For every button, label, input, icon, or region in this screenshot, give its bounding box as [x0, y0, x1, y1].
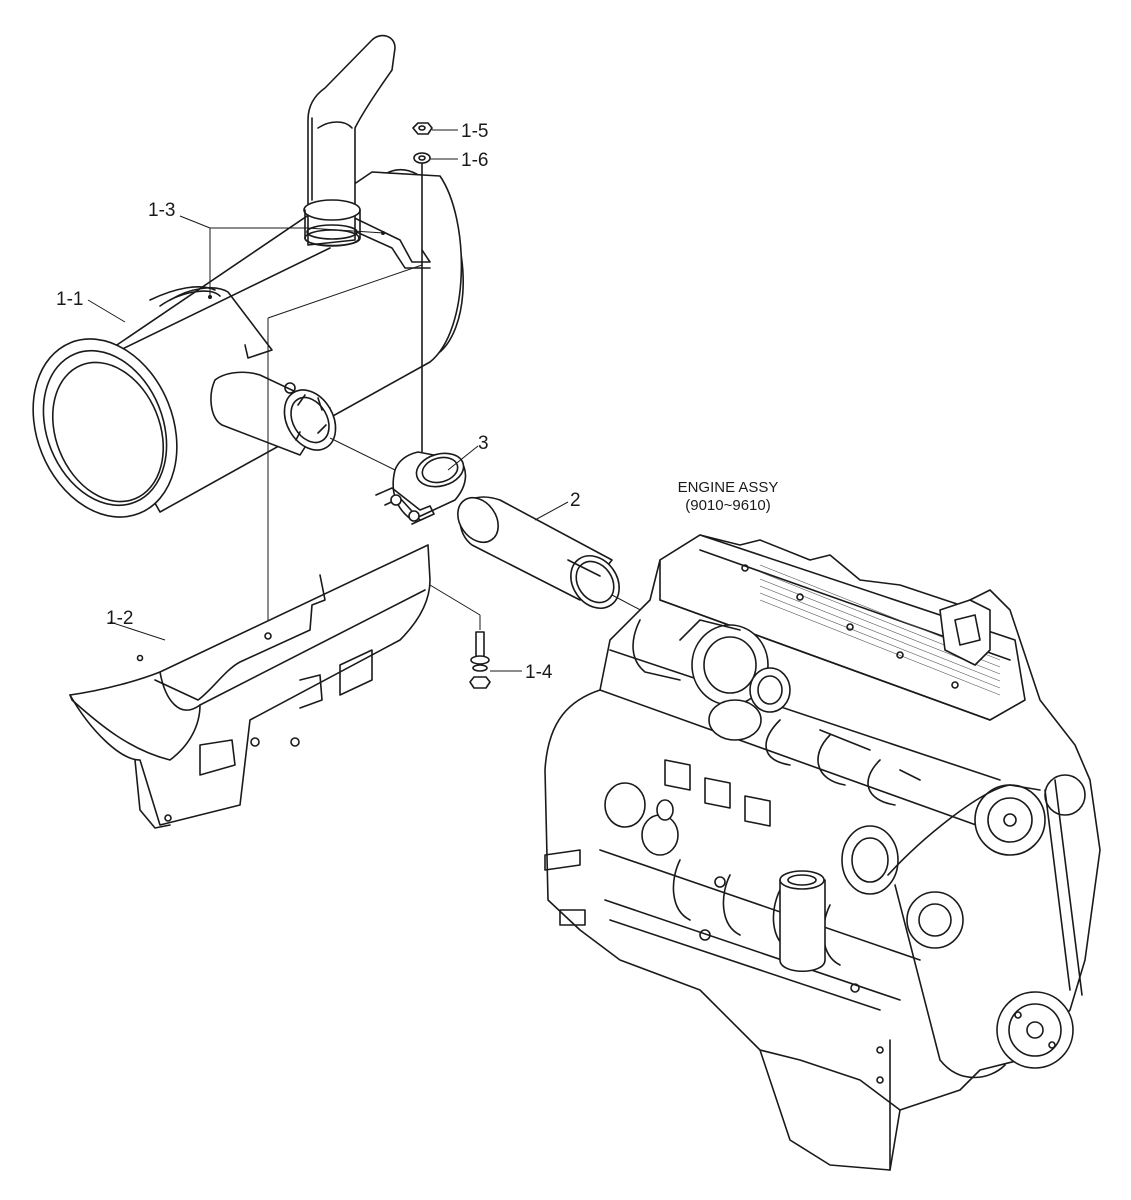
exhaust-stack: [303, 34, 396, 247]
muffler-body: [32, 168, 464, 518]
clamp: [329, 437, 467, 525]
label-1-1: 1-1: [56, 289, 83, 310]
heat-shield: [69, 544, 481, 829]
label-3: 3: [478, 433, 489, 454]
label-1-5: 1-5: [461, 121, 488, 142]
label-1-3: 1-3: [148, 200, 175, 221]
label-1-2: 1-2: [106, 608, 133, 629]
nut: [412, 122, 433, 135]
mounting-strap: [159, 209, 431, 359]
engine-assembly: [544, 534, 1101, 1171]
washer: [413, 152, 431, 164]
engine-serial-range: (9010~9610): [685, 497, 771, 514]
leader-bracket-2: [267, 264, 423, 319]
label-1-6: 1-6: [461, 150, 488, 171]
muffler-outlet-pipe: [210, 371, 337, 456]
label-1-4: 1-4: [525, 662, 553, 683]
bolt-washer-set: [469, 631, 491, 689]
engine-assy-title: ENGINE ASSY: [678, 479, 779, 496]
exhaust-pipe: [457, 496, 651, 616]
label-2: 2: [570, 490, 581, 511]
callout-leaders: [87, 129, 569, 672]
